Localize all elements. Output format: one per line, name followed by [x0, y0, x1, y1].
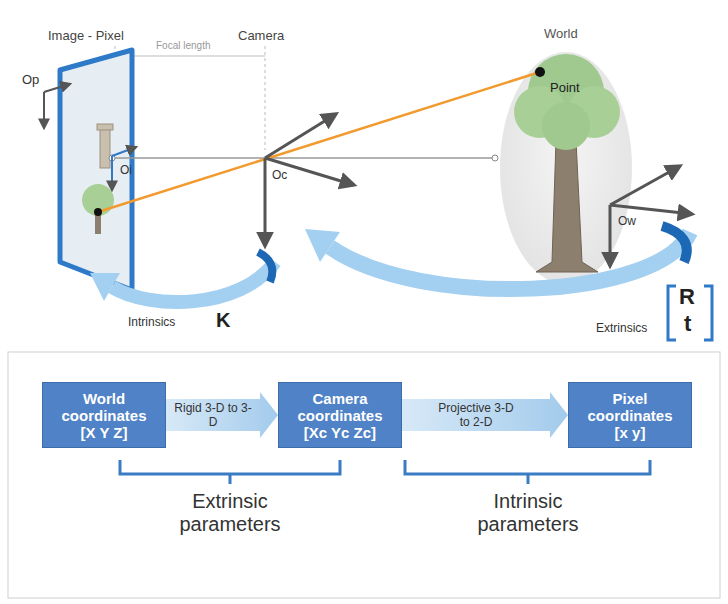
- box-coordinates: [Xc Yc Zc]: [304, 424, 376, 441]
- matrix-symbol: t: [684, 311, 691, 336]
- axis-arrow: [609, 205, 612, 266]
- matrix-bracket: [704, 286, 712, 340]
- parameter-bracket: [120, 460, 340, 484]
- matrix-bracket: [668, 286, 676, 340]
- bottom-panel: [8, 352, 720, 598]
- world-region: [500, 52, 632, 284]
- origin-label: Op: [22, 72, 39, 87]
- intrinsics-label: Intrinsics: [128, 315, 175, 329]
- projection-ray: [98, 72, 540, 212]
- parameter-label: Intrinsic parameters: [448, 490, 608, 536]
- intrinsics-arrow: [112, 262, 275, 302]
- axis-arrow: [112, 147, 136, 156]
- image-plane: [60, 50, 132, 290]
- intrinsics-arrow: [258, 252, 272, 282]
- image-point: [94, 208, 102, 216]
- extrinsics-arrow: [662, 226, 687, 262]
- section-label: Camera: [238, 28, 284, 43]
- coordinate-box: Camera coordinates[Xc Yc Zc]: [278, 382, 402, 448]
- coordinate-box: World coordinates[X Y Z]: [42, 382, 166, 448]
- box-title: Camera coordinates: [285, 390, 395, 424]
- dim-line: [265, 46, 266, 150]
- matrix-symbol: K: [216, 309, 230, 332]
- axis-point: [492, 155, 498, 161]
- box-title: World coordinates: [49, 390, 159, 424]
- origin-label: Oi: [120, 163, 132, 177]
- axis-arrow: [264, 158, 267, 246]
- matrix-symbol: R: [679, 284, 695, 309]
- dim-line: [115, 56, 265, 57]
- coordinate-box: Pixel coordinates[x y]: [568, 382, 692, 448]
- image-tower: [100, 128, 110, 168]
- image-tower: [97, 124, 113, 130]
- image-tree: [82, 184, 114, 216]
- extrinsics-arrow: [305, 229, 340, 262]
- principal-axis: [112, 157, 492, 159]
- axis-arrow: [610, 205, 692, 214]
- axis-arrow: [111, 156, 113, 190]
- point-label: Point: [550, 80, 580, 95]
- tree-trunk: [536, 140, 598, 272]
- extrinsics-label: Extrinsics: [596, 321, 647, 335]
- arrow-label: Rigid 3-D to 3-D: [173, 401, 253, 429]
- origin-label: Oc: [272, 168, 287, 182]
- parameter-label: Extrinsic parameters: [150, 490, 310, 536]
- box-coordinates: [X Y Z]: [81, 424, 128, 441]
- extrinsics-arrow: [330, 232, 690, 289]
- axis-arrow: [265, 114, 336, 158]
- block-arrow: [402, 392, 568, 438]
- block-arrow: [166, 392, 278, 438]
- section-label: Image - Pixel: [48, 28, 124, 43]
- arrow-label: Projective 3-D to 2-D: [436, 401, 516, 429]
- parameter-bracket: [405, 460, 650, 484]
- axis-arrow: [43, 92, 45, 128]
- box-coordinates: [x y]: [615, 424, 646, 441]
- intrinsics-arrow: [90, 273, 120, 301]
- axis-arrow: [44, 84, 70, 92]
- section-label: World: [544, 26, 578, 41]
- axis-arrow: [265, 158, 354, 185]
- world-point: [535, 67, 545, 77]
- axis-arrow: [610, 166, 680, 205]
- tree-foliage: [542, 102, 590, 150]
- origin-label: Ow: [618, 214, 636, 228]
- box-title: Pixel coordinates: [575, 390, 685, 424]
- dimension-label: Focal length: [156, 40, 210, 52]
